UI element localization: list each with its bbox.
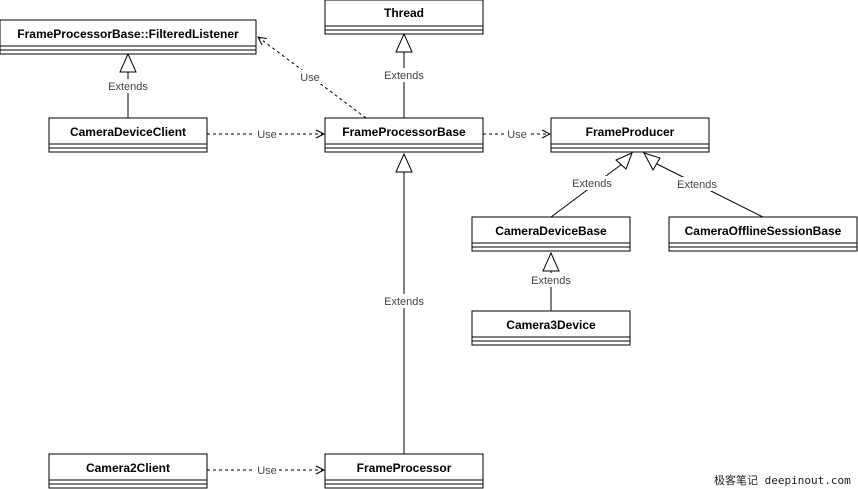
- class-name: FrameProcessorBase: [342, 125, 466, 139]
- class-camera-device-client[interactable]: CameraDeviceClient: [48, 117, 208, 153]
- edge-frameprocessorbase-use-filteredlistener: Use: [258, 37, 367, 119]
- edge-label: Use: [257, 129, 277, 141]
- class-frame-processor-base[interactable]: FrameProcessorBase: [324, 117, 484, 153]
- class-name: Thread: [384, 6, 424, 20]
- edge-label: Extends: [677, 179, 717, 191]
- class-camera2-client[interactable]: Camera2Client: [48, 453, 208, 489]
- class-name: CameraDeviceBase: [495, 224, 607, 238]
- class-name: Camera2Client: [86, 461, 170, 475]
- class-name: FrameProcessor: [357, 461, 452, 475]
- edge-label: Use: [257, 465, 277, 477]
- edge-frameprocessorbase-extends-thread: Extends: [382, 32, 426, 118]
- edge-cameradeviceclient-extends-filteredlistener: Extends: [106, 52, 150, 118]
- edge-frameprocessorbase-use-frameproducer: Use: [483, 127, 550, 141]
- edge-camera2client-use-frameprocessor: Use: [207, 463, 324, 477]
- class-name: FrameProcessorBase::FilteredListener: [17, 27, 239, 41]
- edge-label: Extends: [384, 70, 424, 82]
- edge-label: Extends: [531, 275, 571, 287]
- class-camera3-device[interactable]: Camera3Device: [471, 310, 631, 346]
- class-camera-device-base[interactable]: CameraDeviceBase: [471, 216, 631, 252]
- edge-label: Use: [507, 129, 527, 141]
- edge-camera3device-extends-cameradevicebase: Extends: [529, 251, 573, 311]
- class-camera-offline-session-base[interactable]: CameraOfflineSessionBase: [668, 216, 858, 252]
- edge-cameradeviceclient-use-frameprocessorbase: Use: [207, 127, 324, 141]
- class-filtered-listener[interactable]: FrameProcessorBase::FilteredListener: [0, 19, 257, 55]
- watermark: 极客笔记 deepinout.com: [714, 474, 851, 487]
- class-thread[interactable]: Thread: [324, 0, 484, 35]
- class-name: CameraDeviceClient: [70, 125, 186, 139]
- edge-frameprocessor-extends-frameprocessorbase: Extends: [382, 152, 426, 454]
- edge-cameraofflinesessionbase-extends-frameproducer: Extends: [642, 152, 764, 218]
- class-name: Camera3Device: [506, 318, 596, 332]
- class-frame-processor[interactable]: FrameProcessor: [324, 453, 484, 489]
- edge-label: Extends: [572, 178, 612, 190]
- class-name: FrameProducer: [586, 125, 675, 139]
- edge-cameradevicebase-extends-frameproducer: Extends: [550, 152, 633, 218]
- class-frame-producer[interactable]: FrameProducer: [550, 117, 710, 153]
- edge-label: Extends: [384, 296, 424, 308]
- edge-label: Extends: [108, 81, 148, 93]
- class-name: CameraOfflineSessionBase: [685, 224, 842, 238]
- edge-label: Use: [300, 72, 320, 84]
